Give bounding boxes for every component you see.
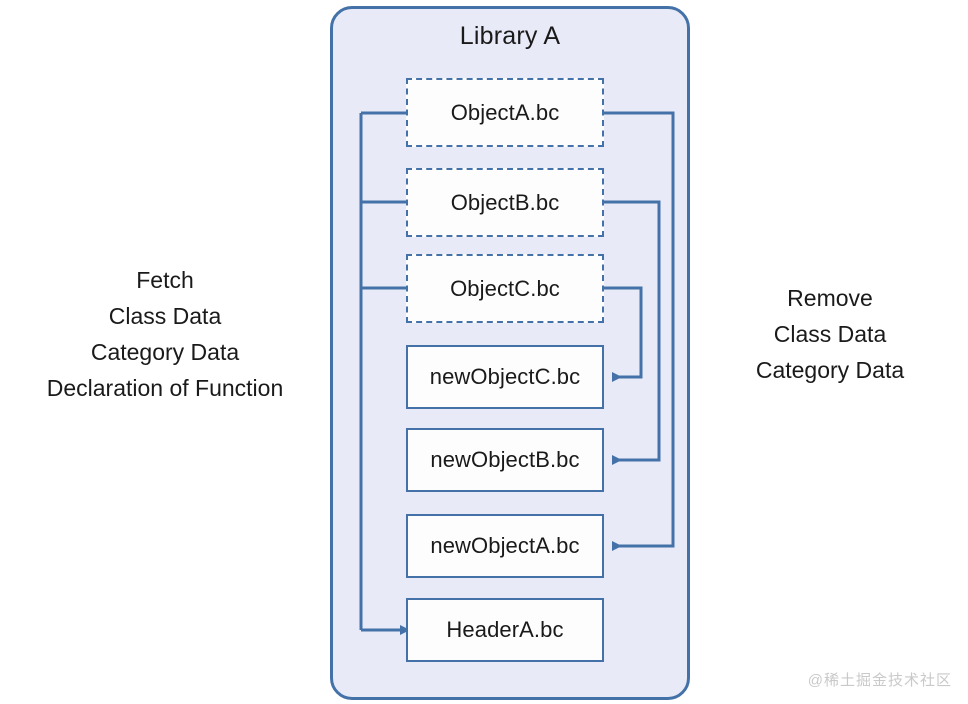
container-title: Library A <box>459 22 561 50</box>
left-annotation: Fetch Class Data Category Data Declarati… <box>46 267 284 401</box>
node-headerA[interactable]: HeaderA.bc <box>406 598 604 662</box>
right-annotation: Remove Class Data Category Data <box>755 285 905 383</box>
node-objectC[interactable]: ObjectC.bc <box>406 254 604 323</box>
node-objectB[interactable]: ObjectB.bc <box>406 168 604 237</box>
node-newObjectA[interactable]: newObjectA.bc <box>406 514 604 578</box>
node-newObjectB[interactable]: newObjectB.bc <box>406 428 604 492</box>
node-objectA[interactable]: ObjectA.bc <box>406 78 604 147</box>
node-newObjectC[interactable]: newObjectC.bc <box>406 345 604 409</box>
watermark: @稀土掘金技术社区 <box>807 672 952 689</box>
